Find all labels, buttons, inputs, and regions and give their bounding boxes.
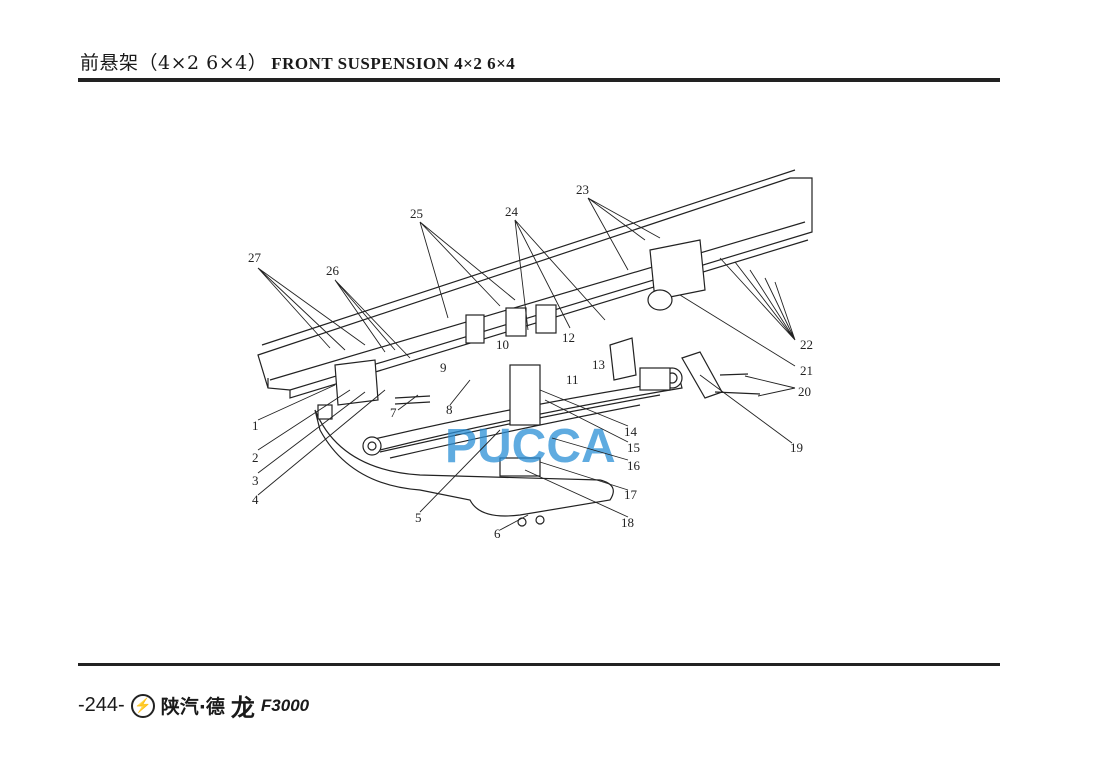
title-english: FRONT SUSPENSION 4×2 6×4 bbox=[271, 54, 516, 73]
callout-5: 5 bbox=[415, 510, 422, 525]
page-footer: -244- ⚡ 陕汽·德 龙 F3000 bbox=[78, 688, 309, 723]
model-name: F3000 bbox=[260, 695, 310, 715]
callout-7: 7 bbox=[390, 405, 397, 420]
callout-10: 10 bbox=[496, 337, 509, 352]
footer-divider bbox=[78, 663, 1000, 666]
watermark: PUCCA bbox=[445, 420, 616, 473]
callout-11: 11 bbox=[566, 372, 579, 387]
header-divider bbox=[78, 78, 1000, 82]
callout-27: 27 bbox=[248, 250, 262, 265]
title-chinese: 前悬架（4×2 6×4） bbox=[80, 52, 268, 74]
callout-21: 21 bbox=[800, 363, 813, 378]
callout-14: 14 bbox=[624, 424, 638, 439]
callout-26: 26 bbox=[326, 263, 340, 278]
callout-8: 8 bbox=[446, 402, 453, 417]
callout-25: 25 bbox=[410, 206, 423, 221]
page-title: 前悬架（4×2 6×4）FRONT SUSPENSION 4×2 6×4 bbox=[80, 48, 515, 75]
callout-19: 19 bbox=[790, 440, 803, 455]
callout-20: 20 bbox=[798, 384, 811, 399]
callout-24: 24 bbox=[505, 204, 519, 219]
callout-23: 23 bbox=[576, 182, 589, 197]
shaanxi-logo-icon: ⚡ bbox=[130, 693, 155, 718]
callout-18: 18 bbox=[621, 515, 634, 530]
callout-13: 13 bbox=[592, 357, 605, 372]
page-number: -244- bbox=[78, 694, 125, 716]
leader-lines bbox=[257, 197, 796, 531]
callout-17: 17 bbox=[624, 487, 638, 502]
brand-name: 陕汽·德 bbox=[160, 696, 225, 718]
callout-4: 4 bbox=[252, 492, 259, 507]
brand-script: 龙 bbox=[230, 693, 255, 722]
callout-3: 3 bbox=[252, 473, 259, 488]
callout-2: 2 bbox=[252, 450, 259, 465]
callout-9: 9 bbox=[440, 360, 447, 375]
callout-15: 15 bbox=[627, 440, 640, 455]
callout-labels: 27 26 25 24 23 22 21 20 19 1 2 3 4 7 8 9… bbox=[248, 182, 813, 541]
callout-1: 1 bbox=[252, 418, 259, 433]
callout-22: 22 bbox=[800, 337, 813, 352]
callout-12: 12 bbox=[562, 330, 575, 345]
axle-and-brackets bbox=[314, 239, 761, 527]
callout-16: 16 bbox=[627, 458, 641, 473]
frame-rail bbox=[257, 169, 813, 399]
callout-6: 6 bbox=[494, 526, 501, 541]
